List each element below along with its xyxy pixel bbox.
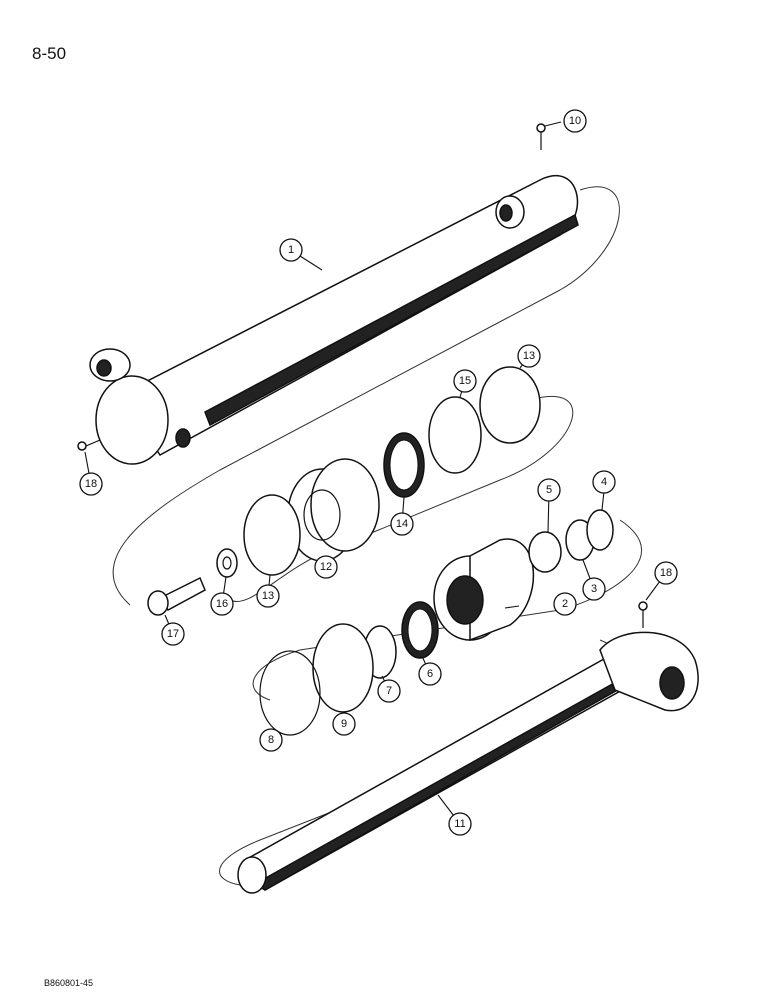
svg-text:3: 3: [591, 583, 597, 595]
o-ring-8: [259, 650, 321, 736]
callout-17: 17: [161, 622, 185, 646]
callout-8: 8: [259, 728, 283, 752]
cylinder-barrel: [89, 174, 579, 465]
svg-text:6: 6: [427, 668, 433, 680]
callout-15: 15: [453, 369, 477, 393]
callout-13-right: 13: [517, 344, 541, 368]
callout-4: 4: [592, 470, 616, 494]
callout-3: 3: [582, 577, 606, 601]
callout-18-right: 18: [654, 561, 678, 585]
svg-text:16: 16: [216, 598, 228, 610]
callout-2: 2: [553, 592, 577, 616]
svg-text:11: 11: [454, 818, 465, 830]
callout-10: 10: [563, 109, 587, 133]
svg-text:17: 17: [167, 628, 179, 640]
svg-text:12: 12: [320, 561, 332, 573]
callout-13-left: 13: [256, 584, 280, 608]
wiper-4: [586, 509, 614, 551]
svg-text:4: 4: [601, 476, 607, 488]
svg-text:18: 18: [660, 567, 672, 579]
svg-text:5: 5: [546, 484, 552, 496]
grease-fitting-18-right: [638, 601, 648, 628]
callout-6: 6: [418, 662, 442, 686]
grease-fitting-10: [536, 123, 546, 150]
callout-12: 12: [314, 555, 338, 579]
seal-ring-15: [428, 396, 482, 474]
svg-text:7: 7: [386, 685, 392, 697]
bushing-5: [528, 531, 562, 573]
piston-rod: [237, 631, 699, 894]
svg-text:13: 13: [523, 350, 535, 362]
callout-1: 1: [279, 238, 303, 262]
svg-text:10: 10: [569, 115, 581, 127]
drawing-reference-code: B860801-45: [44, 978, 94, 988]
svg-text:1: 1: [288, 244, 294, 256]
svg-text:2: 2: [562, 598, 568, 610]
wear-ring-13-left: [243, 494, 301, 576]
page-number: 8-50: [32, 44, 67, 63]
callout-9: 9: [332, 712, 356, 736]
callout-18-left: 18: [79, 472, 103, 496]
svg-text:9: 9: [341, 718, 347, 730]
svg-text:13: 13: [262, 590, 274, 602]
callout-16: 16: [210, 592, 234, 616]
svg-text:8: 8: [268, 734, 274, 746]
wear-ring-13-right: [479, 366, 541, 444]
callout-7: 7: [377, 679, 401, 703]
svg-text:18: 18: [85, 478, 97, 490]
callout-14: 14: [390, 512, 414, 536]
svg-text:14: 14: [396, 518, 408, 530]
ring-9: [312, 623, 374, 713]
svg-text:15: 15: [459, 375, 471, 387]
gland: [433, 538, 535, 642]
grease-fitting-18-left: [77, 439, 101, 451]
washer-16: [216, 548, 238, 578]
piston: [287, 458, 380, 562]
bolt-17: [147, 576, 206, 616]
callout-5: 5: [537, 478, 561, 502]
callout-11: 11: [448, 812, 472, 836]
assembly-loop-upper: [112, 186, 620, 606]
